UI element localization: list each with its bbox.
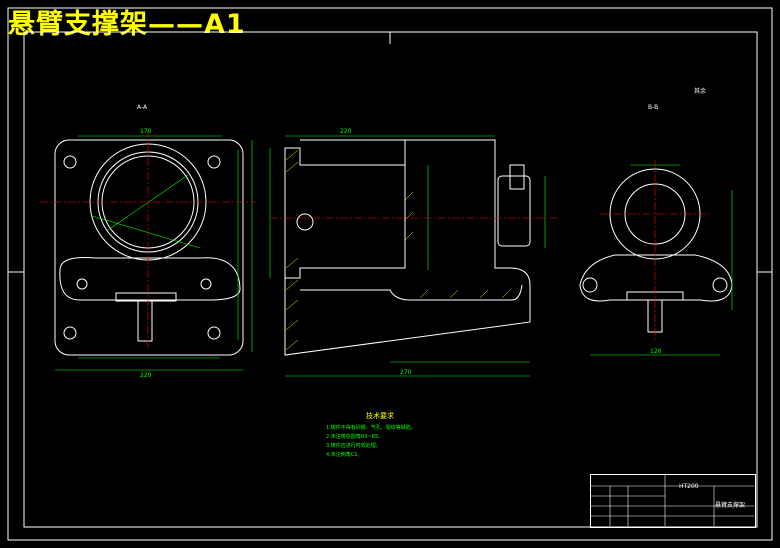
technical-notes: 技术要求 1.铸件不得有砂眼、气孔、裂纹等缺陷。 2.未注铸造圆角R3~R5。 … <box>326 412 416 460</box>
title-block-lines <box>590 474 754 526</box>
left-view-centerlines <box>40 130 256 350</box>
left-view-dims <box>55 135 253 371</box>
view-label-right: B-B <box>648 104 659 111</box>
material-code: HT200 <box>679 483 699 490</box>
notes-title: 技术要求 <box>366 412 394 420</box>
center-view-dims <box>269 135 546 377</box>
note-item: 3.铸件应进行时效处理。 <box>326 443 381 449</box>
right-view-centerlines <box>600 160 710 340</box>
center-view <box>284 139 531 356</box>
outer-frame <box>7 7 773 541</box>
right-view <box>579 168 733 333</box>
drawing-title: 悬臂支撑架——A1 <box>8 9 246 40</box>
roughness-note: 其余 <box>694 88 707 95</box>
dim-center-top: 220 <box>340 128 352 135</box>
note-item: 4.未注倒角C1。 <box>326 452 363 458</box>
center-hatching <box>285 149 511 351</box>
dim-left-top: 170 <box>140 128 152 135</box>
view-label-left: A-A <box>137 104 148 111</box>
dim-center-bottom: 270 <box>400 369 412 376</box>
part-name: 悬臂支撑架 <box>715 502 746 509</box>
left-view <box>54 139 244 356</box>
note-item: 2.未注铸造圆角R3~R5。 <box>326 434 384 440</box>
note-item: 1.铸件不得有砂眼、气孔、裂纹等缺陷。 <box>326 425 416 431</box>
dim-left-bottom: 220 <box>140 372 152 379</box>
title-block: HT200 悬臂支撑架 <box>590 474 756 528</box>
dim-right-bottom: 120 <box>650 348 662 355</box>
